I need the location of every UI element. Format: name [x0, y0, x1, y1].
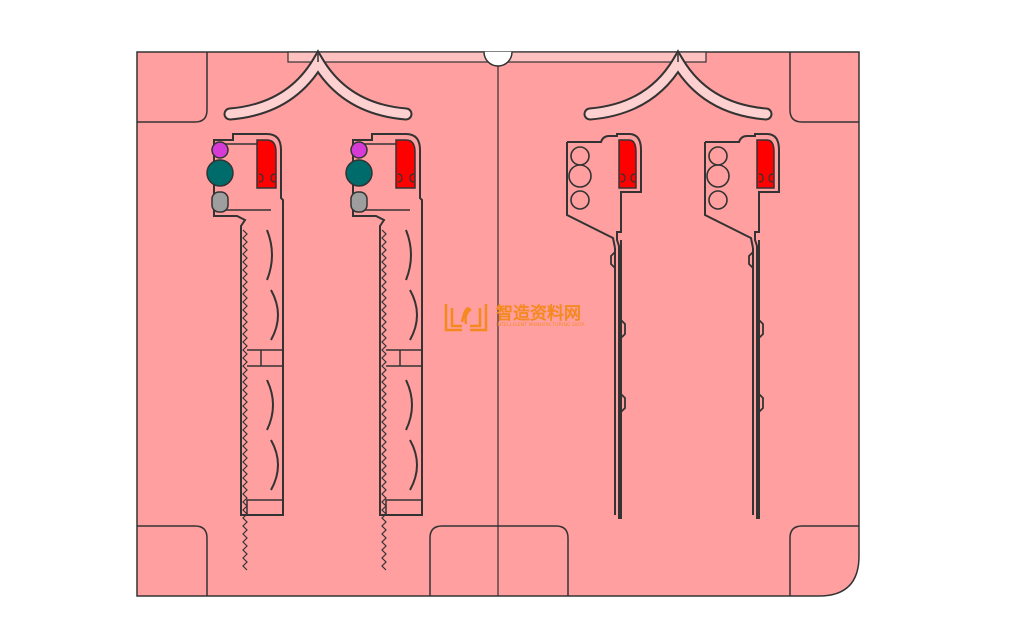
pin-teal [206, 159, 234, 187]
pin-grey [211, 191, 229, 213]
pins-profile-1 [206, 141, 234, 213]
watermark: 智造资料网 INTELLIGENT MANUFACTURING DATA [442, 300, 585, 334]
pin-teal [345, 159, 373, 187]
center-notch [483, 51, 513, 67]
pin-purple [211, 141, 229, 159]
watermark-title: 智造资料网 [496, 304, 581, 324]
watermark-logo-icon [444, 304, 488, 332]
watermark-subtitle: INTELLIGENT MANUFACTURING DATA [496, 323, 585, 328]
corner-pockets [137, 52, 859, 596]
pin-purple [350, 141, 368, 159]
pin-grey [350, 191, 368, 213]
pins-profile-2 [345, 141, 373, 213]
